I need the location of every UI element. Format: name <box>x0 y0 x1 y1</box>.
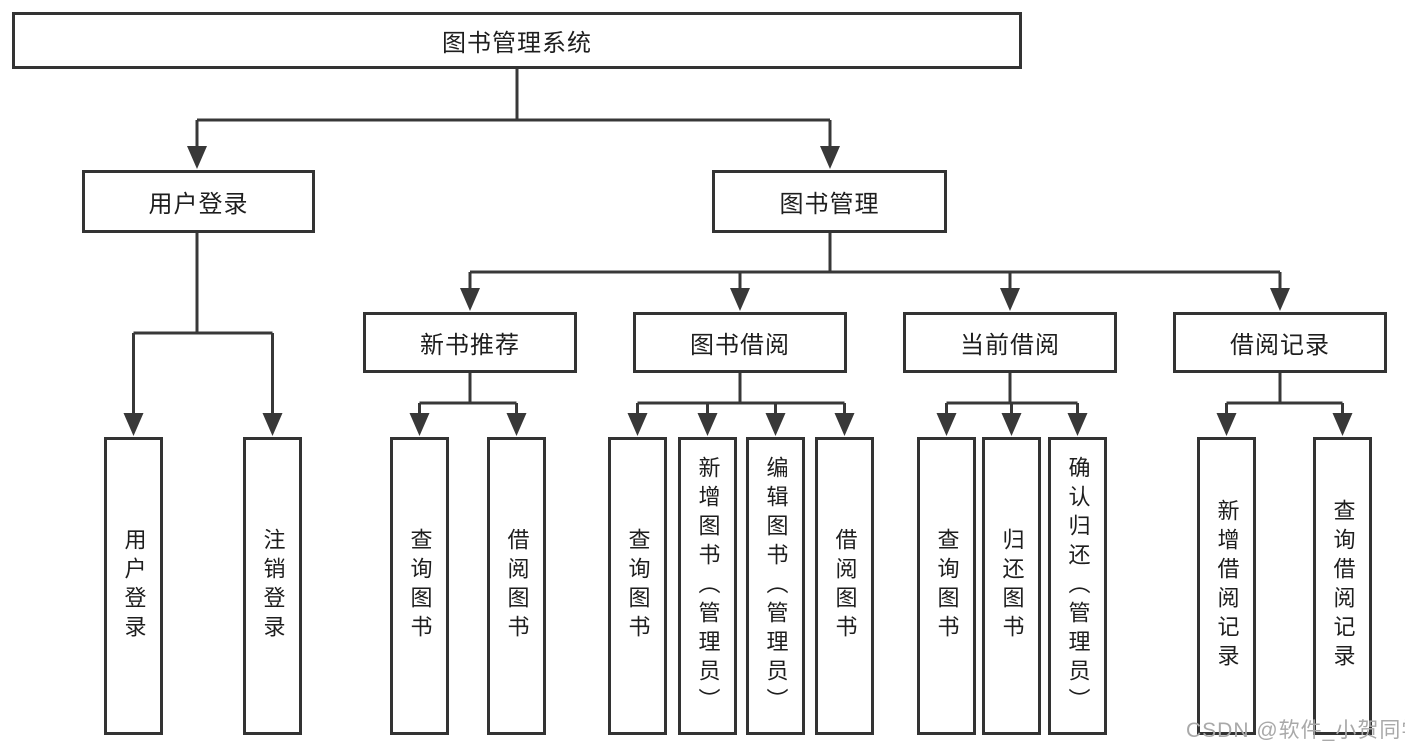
leaf-logout: 注销登录 <box>243 437 302 735</box>
csdn-watermark: CSDN @软件_小贺同学 <box>1186 719 1405 742</box>
node-user-login: 用户登录 <box>82 170 315 233</box>
leaf-query-borrow-record: 查询借阅记录 <box>1313 437 1372 735</box>
leaf-edit-books-admin: 编辑图书（管理员） <box>746 437 805 735</box>
leaf-query-books-borrowing: 查询图书 <box>608 437 667 735</box>
node-book-management: 图书管理 <box>712 170 947 233</box>
leaf-confirm-return-admin: 确认归还（管理员） <box>1048 437 1107 735</box>
leaf-add-borrow-record: 新增借阅记录 <box>1197 437 1256 735</box>
node-root-system: 图书管理系统 <box>12 12 1022 69</box>
leaf-borrow-books-borrowing: 借阅图书 <box>815 437 874 735</box>
node-book-borrowing: 图书借阅 <box>633 312 847 373</box>
leaf-add-books-admin: 新增图书（管理员） <box>678 437 737 735</box>
arrowheads <box>123 146 1353 436</box>
node-borrowing-records: 借阅记录 <box>1173 312 1387 373</box>
leaf-query-books-current: 查询图书 <box>917 437 976 735</box>
leaf-return-books: 归还图书 <box>982 437 1041 735</box>
node-current-borrowing: 当前借阅 <box>903 312 1117 373</box>
leaf-user-login: 用户登录 <box>104 437 163 735</box>
node-new-book-recommend: 新书推荐 <box>363 312 577 373</box>
leaf-borrow-books-recommend: 借阅图书 <box>487 437 546 735</box>
leaf-query-books-recommend: 查询图书 <box>390 437 449 735</box>
